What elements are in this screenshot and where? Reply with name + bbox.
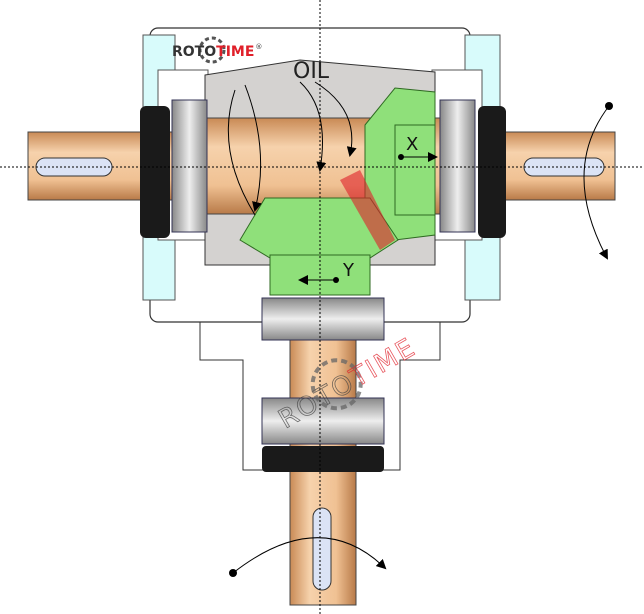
vertical-seal xyxy=(262,446,384,472)
vertical-shaft-keyway xyxy=(312,507,332,591)
oil-label: OIL xyxy=(293,59,330,84)
left-seal xyxy=(140,106,170,238)
x-label: X xyxy=(406,134,418,155)
right-seal xyxy=(478,106,506,238)
svg-text:ROTOTIME®: ROTOTIME® xyxy=(172,43,262,60)
rototime-logo: ROTOTIME® xyxy=(172,36,262,64)
oil-flow-arrows xyxy=(227,81,357,216)
right-bearing xyxy=(439,99,476,233)
left-bearing xyxy=(171,99,208,233)
y-label: Y xyxy=(342,260,355,281)
gear-x-hub xyxy=(394,124,436,216)
upper-vertical-bearing xyxy=(261,297,385,341)
mesh-highlight xyxy=(340,170,395,250)
rotation-arrow-bottom xyxy=(232,537,387,574)
rotation-arrow-right xyxy=(583,105,610,260)
